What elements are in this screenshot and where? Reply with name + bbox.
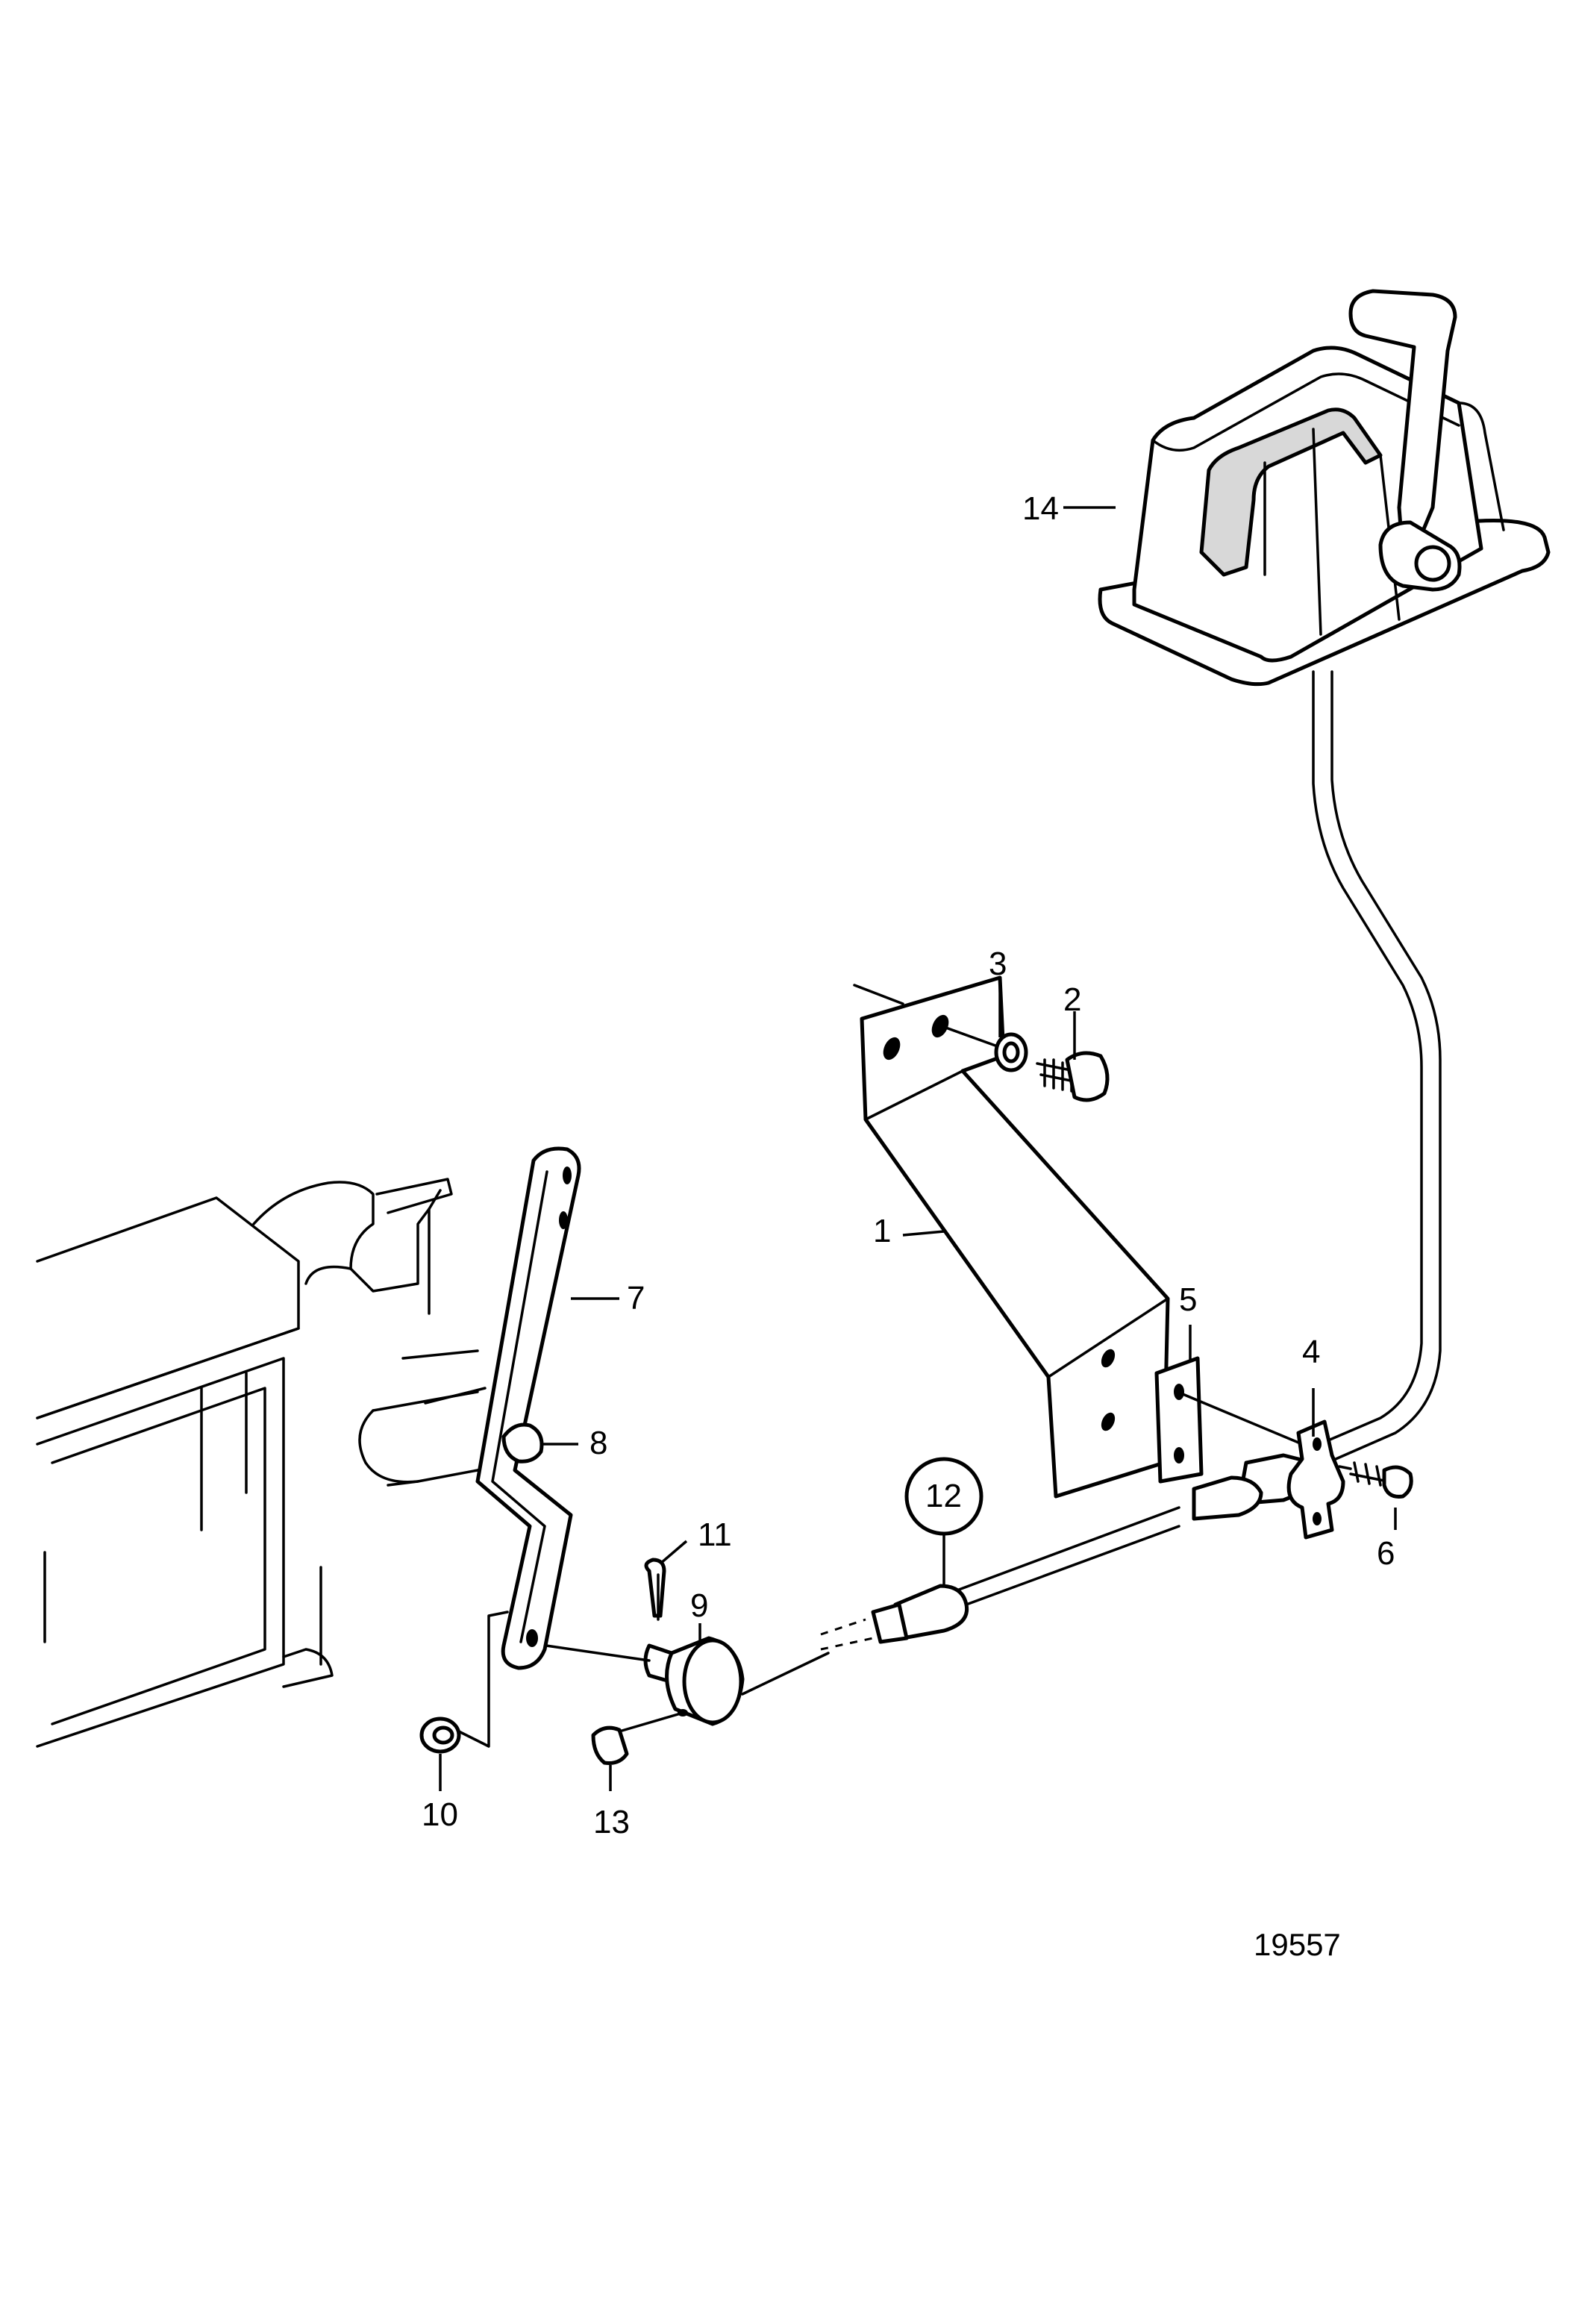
- callout-5: 5: [1179, 1281, 1198, 1318]
- callout-7: 7: [627, 1280, 645, 1316]
- nut-10: [419, 1611, 509, 1754]
- leader-lines: [439, 506, 1397, 1791]
- callout-11: 11: [698, 1516, 732, 1553]
- callout-4: 4: [1302, 1334, 1321, 1370]
- callout-14: 14: [1022, 490, 1059, 527]
- bolt-2: [1036, 1051, 1110, 1102]
- cable-end-9: [545, 1636, 745, 1726]
- clamp-4: [1286, 1419, 1345, 1540]
- engine-block: [36, 1178, 524, 1748]
- callout-12: 12: [925, 1478, 962, 1514]
- control-cable: [741, 670, 1442, 1696]
- control-box: [1098, 289, 1551, 687]
- bushing-8: [501, 1422, 544, 1464]
- callout-10: 10: [422, 1796, 458, 1833]
- drawing-number: 19557: [1254, 1927, 1341, 1962]
- plate-5: [1154, 1356, 1304, 1484]
- callout-6: 6: [1377, 1535, 1395, 1572]
- split-pin-11: [644, 1558, 666, 1621]
- callout-9: 9: [690, 1587, 709, 1624]
- lever-arm-7: [475, 1146, 581, 1670]
- callout-1: 1: [873, 1213, 892, 1249]
- washer-3: [994, 1032, 1028, 1072]
- bracket: [853, 975, 1170, 1499]
- sleeve-13: [591, 1712, 682, 1765]
- screw-6: [1338, 1461, 1413, 1499]
- callout-2: 2: [1063, 981, 1082, 1018]
- callout-3: 3: [989, 946, 1007, 982]
- callout-12-circle: [904, 1457, 983, 1586]
- callout-13: 13: [593, 1804, 630, 1840]
- callout-8: 8: [589, 1425, 608, 1461]
